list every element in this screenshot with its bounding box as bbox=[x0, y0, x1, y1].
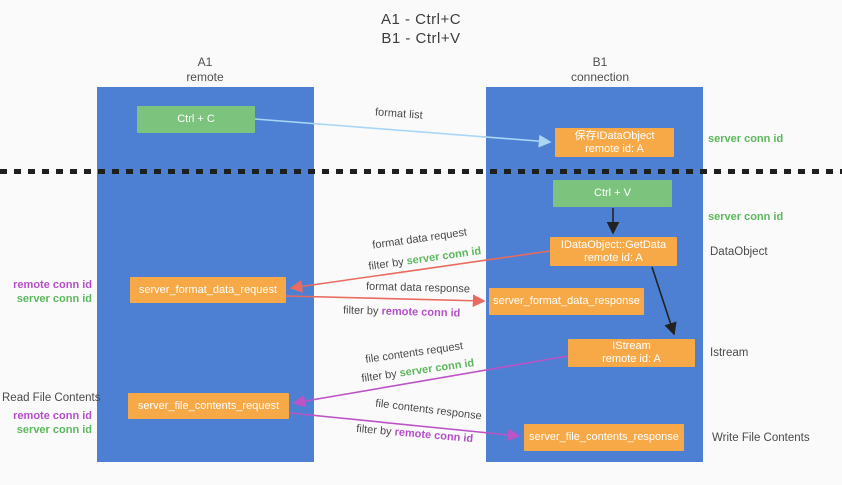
dotted-divider bbox=[0, 169, 842, 174]
node-server-format-data-request: server_format_data_request bbox=[130, 277, 286, 303]
node-server-file-contents-response: server_file_contents_response bbox=[524, 424, 684, 451]
node-ctrl-v: Ctrl + V bbox=[553, 180, 672, 207]
label-server-conn-id-1: server conn id bbox=[16, 293, 92, 305]
node-ctrl-c-label: Ctrl + C bbox=[177, 113, 215, 125]
label-read-file-contents: Read File Contents bbox=[2, 392, 101, 404]
diagram-title: A1 - Ctrl+C B1 - Ctrl+V bbox=[0, 10, 842, 48]
arrow-format-data-request bbox=[289, 250, 551, 293]
node-getdata-line1: IDataObject::GetData bbox=[560, 238, 667, 251]
filter-2-prefix: filter by bbox=[342, 304, 382, 318]
node-file-request-label: server_file_contents_request bbox=[137, 399, 280, 412]
arrow-file-contents-request bbox=[292, 355, 569, 408]
label-remote-conn-id-1: remote conn id bbox=[13, 279, 92, 291]
arrow-format-list bbox=[254, 118, 552, 148]
node-save-dataobject: 保存IDataObject remote id: A bbox=[555, 128, 674, 157]
filter-2-value: remote conn id bbox=[381, 305, 461, 320]
node-istream: IStream remote id: A bbox=[568, 339, 695, 367]
arrow-file-contents-response bbox=[289, 412, 521, 442]
node-server-file-contents-request: server_file_contents_request bbox=[128, 393, 289, 419]
label-server-conn-id-top: server conn id bbox=[708, 133, 784, 145]
label-server-conn-id-mid: server conn id bbox=[708, 211, 784, 223]
node-istream-line1: IStream bbox=[612, 340, 651, 352]
label-istream: Istream bbox=[710, 347, 749, 359]
node-ctrl-c: Ctrl + C bbox=[137, 106, 255, 133]
arrow-getdata-to-istream bbox=[651, 266, 677, 336]
node-format-request-label: server_format_data_request bbox=[138, 283, 278, 296]
title-line-1: A1 - Ctrl+C bbox=[380, 11, 462, 28]
title-line-2: B1 - Ctrl+V bbox=[381, 30, 461, 47]
node-format-response-label: server_format_data_response bbox=[493, 295, 640, 307]
lane-header-b1: B1 connection bbox=[500, 55, 700, 85]
label-server-conn-id-2: server conn id bbox=[16, 424, 92, 436]
lane-header-a1: A1 remote bbox=[105, 55, 305, 85]
arrow-format-data-response bbox=[285, 294, 486, 308]
node-idataobject-getdata: IDataObject::GetData remote id: A bbox=[550, 237, 677, 266]
node-ctrl-v-label: Ctrl + V bbox=[594, 187, 631, 199]
node-save-dataobject-line1: 保存IDataObject bbox=[574, 129, 655, 142]
node-getdata-line2: remote id: A bbox=[584, 251, 643, 264]
node-file-response-label: server_file_contents_response bbox=[529, 431, 679, 443]
node-server-format-data-response: server_format_data_response bbox=[489, 288, 644, 315]
node-save-dataobject-line2: remote id: A bbox=[585, 142, 644, 155]
label-dataobject: DataObject bbox=[710, 246, 768, 258]
lane-a1-role: remote bbox=[186, 70, 224, 84]
lane-b1-role: connection bbox=[570, 70, 630, 84]
label-write-file-contents: Write File Contents bbox=[712, 432, 810, 444]
node-istream-line2: remote id: A bbox=[602, 353, 661, 365]
label-remote-conn-id-2: remote conn id bbox=[13, 410, 92, 422]
lane-a1-name: A1 bbox=[197, 55, 213, 69]
lane-b1-name: B1 bbox=[592, 55, 608, 69]
